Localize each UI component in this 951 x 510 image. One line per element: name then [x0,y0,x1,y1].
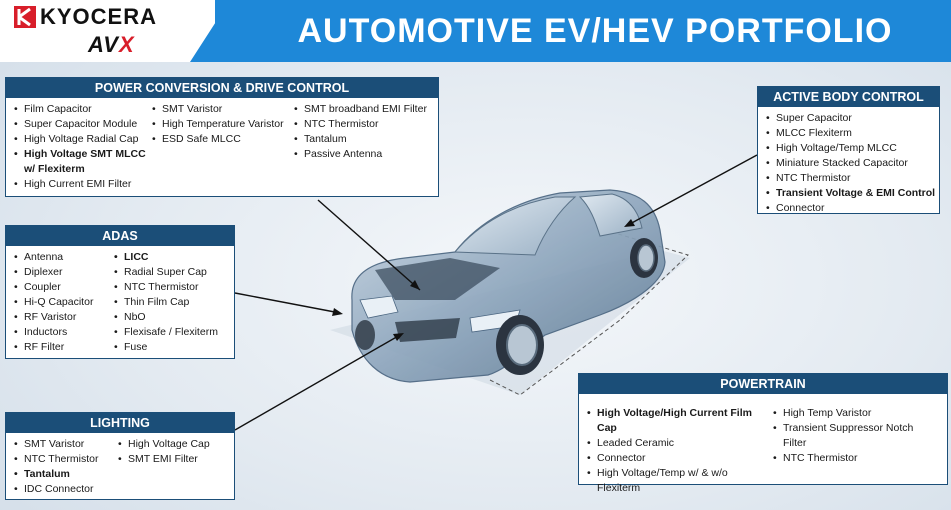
list-item: LICC [114,250,229,265]
lighting-list-col1: SMT VaristorNTC ThermistorTantalumIDC Co… [14,437,118,497]
list-item: SMT EMI Filter [118,452,228,467]
power-list-col2: SMT VaristorHigh Temperature VaristorESD… [152,102,294,192]
list-item: High Voltage/Temp w/ & w/o Flexiterm [587,466,773,496]
list-item: Super Capacitor Module [14,117,152,132]
list-item: Transient Voltage & EMI Control [766,186,936,201]
list-item: Flexisafe / Flexiterm [114,325,229,340]
list-item: NTC Thermistor [773,451,938,466]
active-body-control-title: ACTIVE BODY CONTROL [758,87,939,107]
list-item: High Voltage/High Current Film Cap [587,406,773,436]
list-item: Miniature Stacked Capacitor [766,156,936,171]
list-item: Tantalum [14,467,118,482]
list-item: Film Capacitor [14,102,152,117]
list-item: MLCC Flexiterm [766,126,936,141]
list-item: Inductors [14,325,114,340]
list-item: IDC Connector [14,482,118,497]
list-item: SMT broadband EMI Filter [294,102,429,117]
list-item: Leaded Ceramic [587,436,773,451]
list-item: Diplexer [14,265,114,280]
lighting-title: LIGHTING [6,413,234,433]
list-item: NTC Thermistor [766,171,936,186]
power-conversion-panel: POWER CONVERSION & DRIVE CONTROL Film Ca… [5,77,439,197]
list-item: Connector [587,451,773,466]
list-item: SMT Varistor [152,102,294,117]
power-list-col1: Film CapacitorSuper Capacitor ModuleHigh… [14,102,152,192]
powertrain-list-col1: High Voltage/High Current Film CapLeaded… [587,406,773,496]
header-bar: AUTOMOTIVE EV/HEV PORTFOLIO [215,0,951,62]
adas-list-col1: AntennaDiplexerCouplerHi-Q CapacitorRF V… [14,250,114,355]
list-item: Antenna [14,250,114,265]
powertrain-list-col2: High Temp VaristorTransient Suppressor N… [773,406,938,496]
kyocera-logo-icon [14,6,36,28]
avx-brand-av: AV [88,32,119,57]
list-item: Transient Suppressor Notch Filter [773,421,938,451]
list-item: RF Varistor [14,310,114,325]
list-item: Hi-Q Capacitor [14,295,114,310]
list-item: High Temperature Varistor [152,117,294,132]
brand-logo-area: KYOCERA AVX [0,0,215,62]
list-item: Tantalum [294,132,429,147]
list-item: NbO [114,310,229,325]
list-item: ESD Safe MLCC [152,132,294,147]
list-item: High Voltage Cap [118,437,228,452]
list-item: Fuse [114,340,229,355]
lighting-panel: LIGHTING SMT VaristorNTC ThermistorTanta… [5,412,235,500]
power-list-col3: SMT broadband EMI FilterNTC ThermistorTa… [294,102,429,192]
list-item: SMT Varistor [14,437,118,452]
powertrain-panel: POWERTRAIN High Voltage/High Current Fil… [578,373,948,494]
lighting-list-col2: High Voltage CapSMT EMI Filter [118,437,228,497]
body-list-col1: Super CapacitorMLCC FlexitermHigh Voltag… [766,111,936,216]
list-item: High Voltage/Temp MLCC [766,141,936,156]
list-item: High Voltage Radial Cap [14,132,152,147]
list-item: Passive Antenna [294,147,429,162]
list-item: Super Capacitor [766,111,936,126]
adas-title: ADAS [6,226,234,246]
kyocera-brand-text: KYOCERA [40,4,158,29]
list-item: High Current EMI Filter [14,177,152,192]
list-item: Coupler [14,280,114,295]
list-item: NTC Thermistor [14,452,118,467]
list-item: NTC Thermistor [114,280,229,295]
page-title: AUTOMOTIVE EV/HEV PORTFOLIO [297,12,893,50]
adas-panel: ADAS AntennaDiplexerCouplerHi-Q Capacito… [5,225,235,359]
list-item: Radial Super Cap [114,265,229,280]
power-conversion-title: POWER CONVERSION & DRIVE CONTROL [6,78,438,98]
list-item: Thin Film Cap [114,295,229,310]
adas-list-col2: LICCRadial Super CapNTC ThermistorThin F… [114,250,229,355]
list-item: NTC Thermistor [294,117,429,132]
powertrain-title: POWERTRAIN [579,374,947,394]
list-item: RF Filter [14,340,114,355]
list-item: Connector [766,201,936,216]
active-body-control-panel: ACTIVE BODY CONTROL Super CapacitorMLCC … [757,86,940,216]
avx-brand-text: AVX [88,32,135,58]
avx-brand-x: X [118,32,135,57]
list-item: High Temp Varistor [773,406,938,421]
list-item: High Voltage SMT MLCC w/ Flexiterm [14,147,152,177]
